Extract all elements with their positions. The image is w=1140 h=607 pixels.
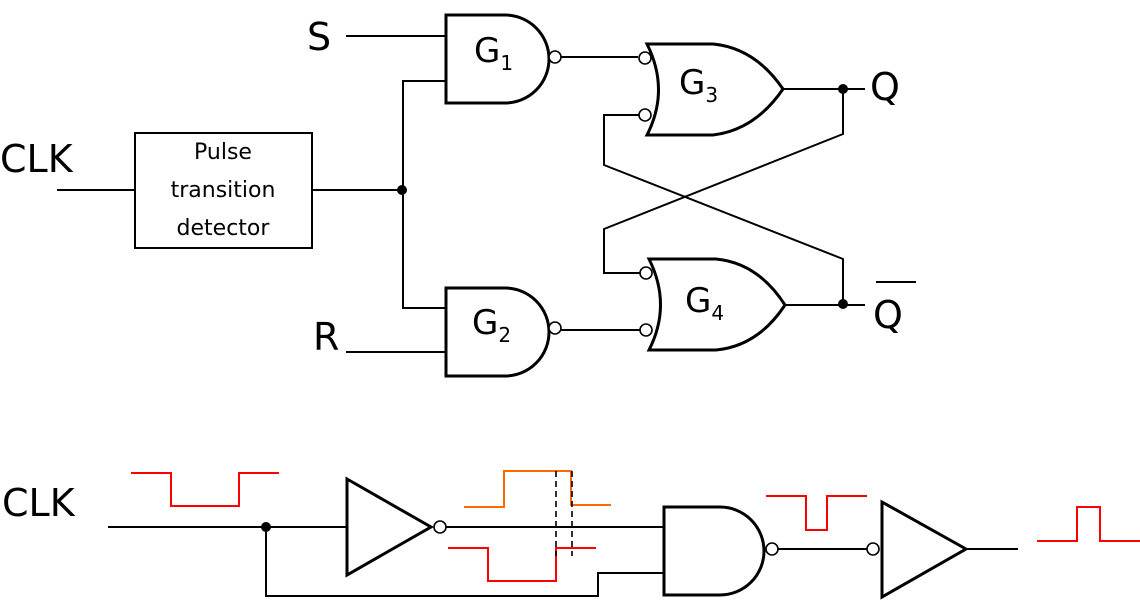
g4-input-bubble-1 — [639, 266, 653, 280]
clk-waveform — [131, 472, 279, 507]
g1-label: G1 — [474, 31, 513, 75]
pulse-detector-circuit: CLK — [2, 470, 1140, 600]
g1-inversion-bubble — [548, 50, 562, 64]
g3-input-bubble-1 — [638, 51, 652, 65]
direct-clk-wire — [265, 527, 663, 597]
or-gate-g3 — [644, 42, 785, 137]
g3-input-bubble-2 — [638, 108, 652, 122]
or-gate-g4 — [646, 257, 787, 352]
delayed-clk-waveform — [448, 547, 596, 582]
nand-gate-g2 — [444, 286, 551, 378]
inverted-clk-waveform — [464, 470, 611, 508]
g2-label: G2 — [472, 303, 511, 347]
clock-pulse-bus — [402, 80, 446, 309]
q-feedback-wire — [603, 89, 844, 274]
nand-gate — [662, 505, 766, 597]
s-label: S — [307, 15, 331, 59]
detector-line-2: transition — [171, 178, 276, 203]
top-circuit: CLK Pulse transition detector S R G1 G2 … — [0, 13, 916, 378]
nand-gate-g1 — [444, 13, 551, 105]
r-label: R — [313, 315, 339, 359]
g4-input-bubble-2 — [639, 323, 653, 337]
clk-label: CLK — [0, 137, 74, 181]
inverter-triangle — [345, 476, 435, 578]
nand-output-waveform — [766, 495, 867, 531]
qbar-feedback-wire — [603, 114, 844, 304]
q-label: Q — [870, 65, 900, 109]
qbar-label: Q — [873, 293, 903, 337]
inverter2-input-bubble — [866, 542, 880, 556]
inverter-bubble — [433, 520, 447, 534]
g2-inversion-bubble — [548, 321, 562, 335]
bottom-clk-label: CLK — [2, 481, 76, 525]
nand-bubble — [765, 542, 779, 556]
g4-label: G4 — [685, 281, 724, 325]
detector-line-1: Pulse — [194, 140, 252, 165]
detector-line-3: detector — [177, 216, 271, 241]
inverter2-triangle — [880, 499, 970, 600]
g3-label: G3 — [679, 63, 718, 107]
output-pulse-waveform — [1037, 506, 1140, 542]
